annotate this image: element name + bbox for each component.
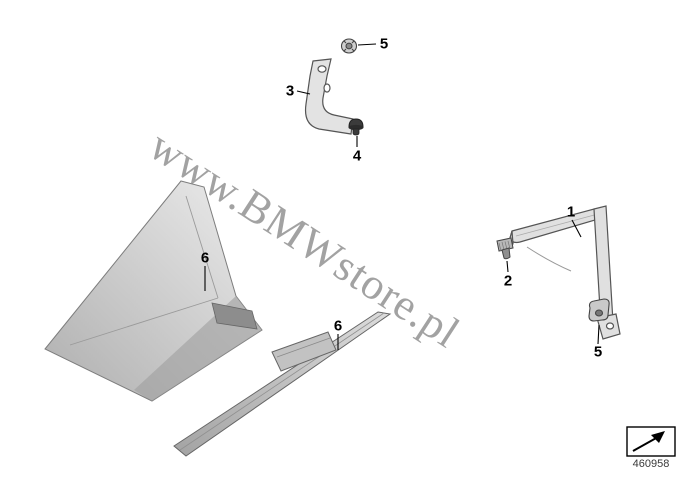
part-screw-5-top <box>340 38 358 54</box>
callout-6-panel[interactable]: 6 <box>200 249 210 267</box>
callout-5-top[interactable]: 5 <box>379 35 389 53</box>
callout-2[interactable]: 2 <box>503 272 513 290</box>
part-trim-strip-6 <box>173 311 392 457</box>
part-clip-5 <box>588 298 610 322</box>
diagram-image-code: 460958 <box>632 458 670 470</box>
part-screw-2 <box>496 237 514 260</box>
part-bracket-3 <box>304 58 354 135</box>
direction-stamp <box>626 426 676 457</box>
callout-6-strip[interactable]: 6 <box>333 317 343 335</box>
callout-4[interactable]: 4 <box>352 147 362 165</box>
callout-5-right[interactable]: 5 <box>593 343 603 361</box>
part-trim-panel-6 <box>44 180 263 402</box>
part-rivet-4 <box>348 118 364 136</box>
arrow-icon <box>632 431 665 452</box>
callout-1[interactable]: 1 <box>566 203 576 221</box>
leader-lines <box>204 43 600 350</box>
callout-3[interactable]: 3 <box>285 82 295 100</box>
